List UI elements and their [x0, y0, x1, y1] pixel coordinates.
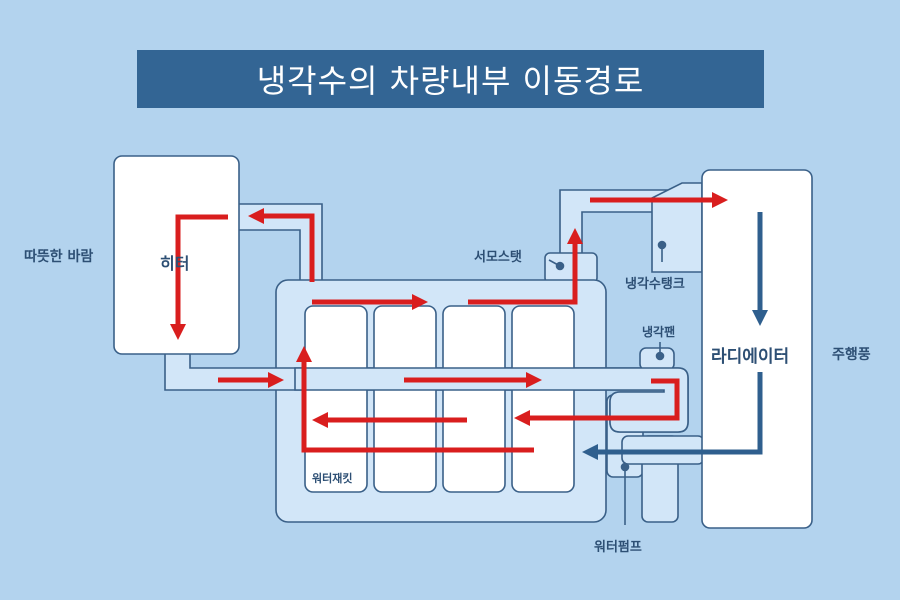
water-pump-label: 워터펌프: [594, 540, 642, 555]
heater-flow-arrow: [169, 214, 228, 341]
cylinder-1: [304, 305, 368, 493]
thermostat-label: 서모스탯: [474, 250, 522, 265]
radiator-label: 라디에이터: [711, 347, 790, 367]
heater-label: 히터: [160, 254, 190, 273]
heater-return-arrow: [247, 207, 315, 282]
warm-air-label: 따뜻한 바람: [24, 249, 94, 265]
title-banner: 냉각수의 차량내부 이동경로: [137, 50, 764, 108]
hot-coolant-flow: [169, 191, 729, 453]
driving-wind-label: 주행풍: [832, 347, 871, 363]
cylinder-3: [442, 305, 506, 493]
coolant-tank-label: 냉각수탱크: [625, 277, 685, 292]
page-title: 냉각수의 차량내부 이동경로: [256, 62, 645, 100]
cooled-coolant-flow: [581, 212, 769, 461]
thermostat-flow-arrow: [468, 227, 584, 305]
radiator-outlet-arrow: [581, 372, 763, 461]
radiator-core: [701, 169, 813, 529]
jacket-rise-arrow: [295, 345, 534, 453]
water-jacket-label: 워터재킷: [312, 472, 353, 485]
thermostat: [544, 252, 598, 284]
cooling-fan-label: 냉각팬: [642, 325, 676, 339]
cylinder-2: [373, 305, 437, 493]
coolant-tank: [651, 182, 703, 273]
cylinder-4: [511, 305, 575, 493]
pump-return-arrow: [513, 378, 680, 427]
